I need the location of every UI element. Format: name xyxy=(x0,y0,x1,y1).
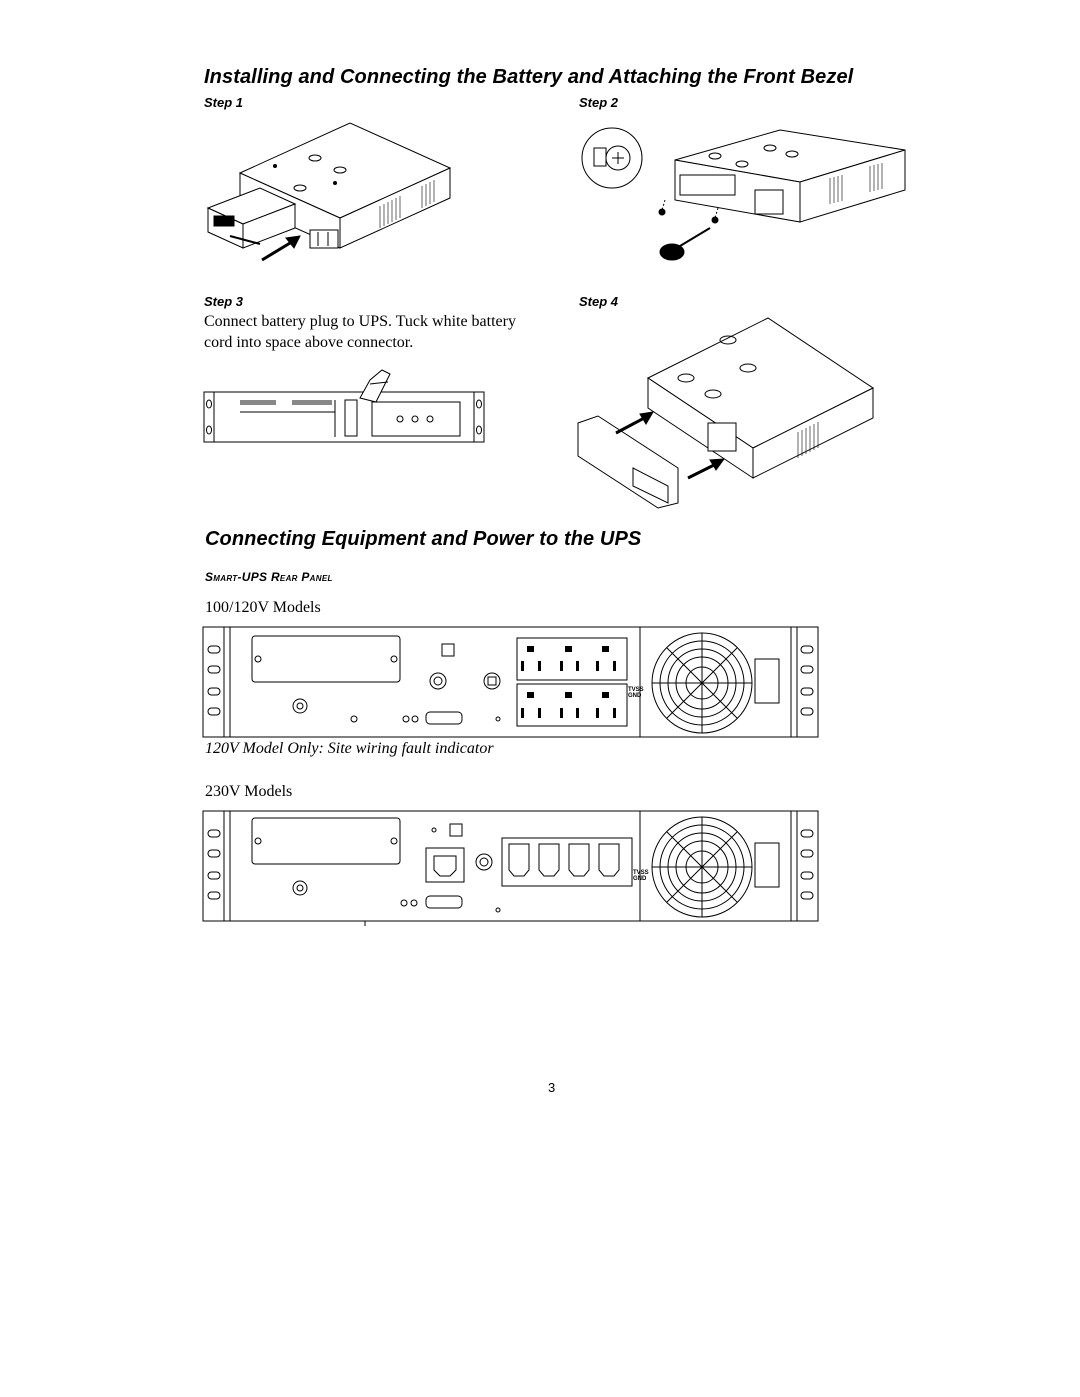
power-inlet-icon xyxy=(426,848,464,882)
step-3-instructions: Connect battery plug to UPS. Tuck white … xyxy=(204,311,564,353)
screwdriver-icon xyxy=(660,228,710,260)
step-2-label: Step 2 xyxy=(579,95,619,110)
tvss-gnd-label-230v: TVSS GND xyxy=(633,870,649,882)
step-4-label: Step 4 xyxy=(579,294,619,309)
step-1-label: Step 1 xyxy=(204,95,244,110)
step-3-text-line-1: Connect battery plug to UPS. Tuck white … xyxy=(204,313,516,330)
model-2-label: 230V Models xyxy=(205,783,293,800)
step-3-label: Step 3 xyxy=(204,294,244,309)
step-1-illustration xyxy=(200,118,460,268)
section-title-battery: Installing and Connecting the Battery an… xyxy=(204,66,854,88)
rear-panel-120v xyxy=(202,626,819,742)
step-3-text-line-2: cord into space above connector. xyxy=(204,334,414,351)
page-number: 3 xyxy=(548,1080,556,1095)
model-1-label: 100/120V Models xyxy=(205,599,321,616)
step-4-illustration xyxy=(578,308,878,508)
model-1-caption: 120V Model Only: Site wiring fault indic… xyxy=(205,740,494,757)
tvss-gnd-label-120v: TVSS GND xyxy=(628,687,644,699)
rear-panel-subheading: Smart-UPS Rear Panel xyxy=(205,570,333,584)
step-2-illustration xyxy=(580,120,920,270)
rear-panel-230v xyxy=(202,810,819,926)
section-title-connecting: Connecting Equipment and Power to the UP… xyxy=(205,528,642,550)
step-3-illustration xyxy=(200,362,490,447)
hand-icon xyxy=(360,370,390,402)
